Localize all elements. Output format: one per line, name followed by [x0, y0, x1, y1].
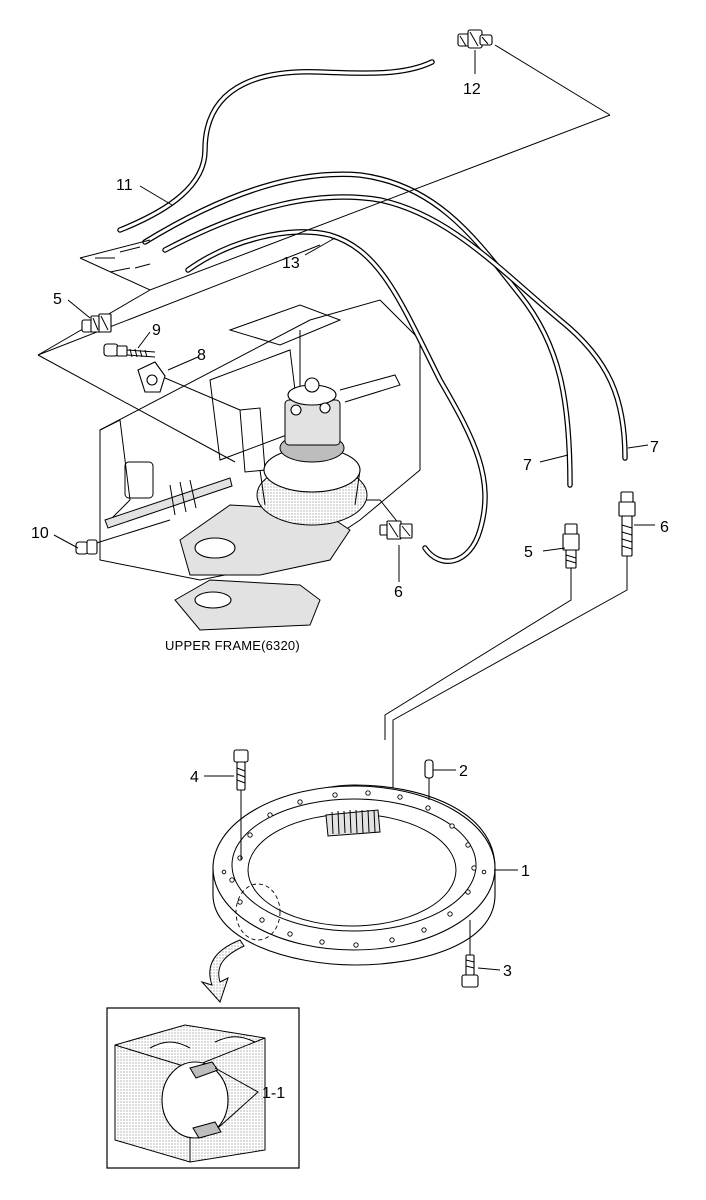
hose-13: [185, 229, 488, 564]
callout-6-right: 6: [660, 519, 669, 536]
callout-5-right: 5: [524, 544, 533, 561]
detail-box: [106, 1007, 300, 1169]
callout-7-right: 7: [650, 439, 659, 456]
callout-13: 13: [282, 255, 300, 272]
hose-7a: [142, 171, 573, 488]
hose-7b: [162, 194, 628, 461]
hose-11: [117, 59, 435, 233]
callout-1-1: 1-1: [262, 1085, 285, 1102]
bolt-9: [103, 343, 156, 358]
callout-4: 4: [190, 769, 199, 786]
plug-10: [75, 539, 98, 555]
callout-9: 9: [152, 322, 161, 339]
clamp-8: [137, 361, 241, 411]
callout-12: 12: [463, 81, 481, 98]
callout-7-left: 7: [523, 457, 532, 474]
bolt-4: [233, 749, 249, 860]
callout-5-upper: 5: [53, 291, 62, 308]
callout-6-frame: 6: [394, 584, 403, 601]
callout-10: 10: [31, 525, 49, 542]
pin-2: [424, 759, 434, 800]
fitting-5-right: [384, 523, 580, 740]
callouts: 11 12 13 5 9 8 10 6 7 7 5 6 2 4 1 3 1-1: [31, 81, 669, 1102]
leader-lines: [53, 50, 655, 971]
callout-2: 2: [459, 763, 468, 780]
callout-8: 8: [197, 347, 206, 364]
reference-lines: [37, 44, 611, 463]
callout-1: 1: [521, 863, 530, 880]
callout-3: 3: [503, 963, 512, 980]
fitting-6-right: [392, 491, 636, 790]
fitting-6-frame: [379, 520, 413, 540]
detail-arrow: [200, 939, 245, 1003]
upper-frame-caption: UPPER FRAME(6320): [165, 638, 300, 653]
fitting-5: [81, 313, 112, 333]
upper-frame-assembly: [89, 299, 421, 631]
fitting-12-elbow: [457, 29, 493, 49]
swing-bearing: [212, 784, 496, 966]
bolt-3: [461, 920, 479, 988]
callout-11: 11: [116, 177, 133, 194]
